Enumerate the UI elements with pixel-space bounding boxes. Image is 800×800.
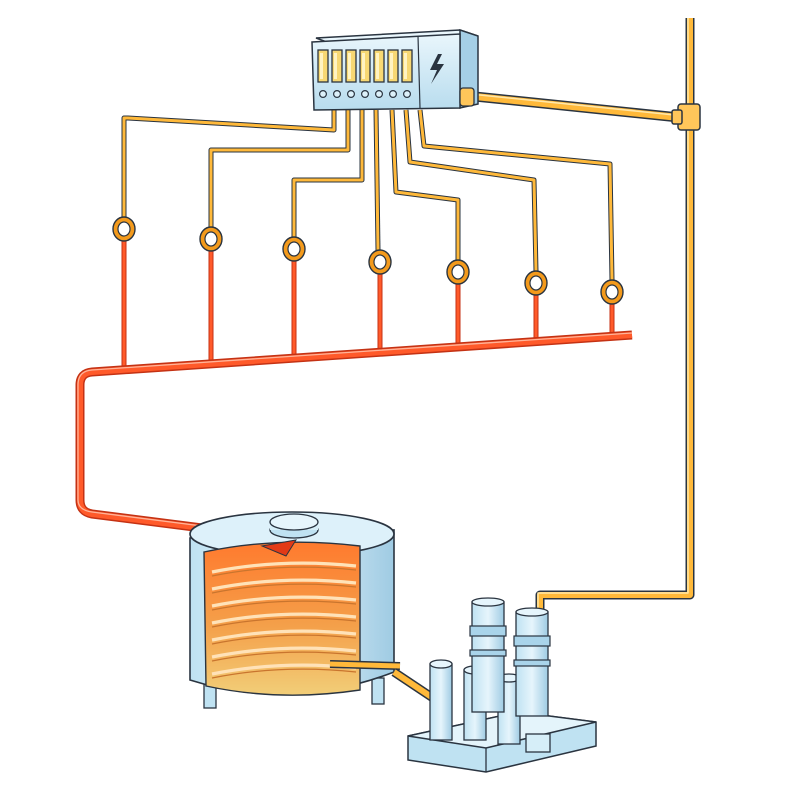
pump-cylinder <box>429 659 453 741</box>
cylinder-band <box>513 659 551 667</box>
distribution-line-outline <box>417 109 615 281</box>
channel-knob <box>347 89 356 98</box>
distribution-line <box>374 109 380 251</box>
channel-highlight <box>390 53 393 79</box>
channel-knob <box>389 89 398 98</box>
lightning-bolt-icon <box>430 54 444 84</box>
meter-center <box>451 264 465 280</box>
cylinder-body <box>429 663 453 741</box>
channel-panel <box>317 49 413 98</box>
meter-center <box>204 231 218 247</box>
coil-turn-highlight <box>211 629 357 642</box>
channel-knob <box>319 89 328 98</box>
channel-knob <box>403 89 412 98</box>
tank-outlet-pipe <box>391 668 439 704</box>
pump-cylinder <box>469 597 507 713</box>
coil-turn-highlight <box>211 595 357 608</box>
distribution-line <box>122 110 336 217</box>
pump-cylinder <box>513 607 551 717</box>
distribution-line <box>390 109 460 260</box>
coil-turn-shadow <box>211 583 357 594</box>
coil-turn-shadow <box>211 617 357 628</box>
meter-center <box>605 284 619 300</box>
coil-turn-shadow <box>211 668 357 679</box>
pump-cylinders <box>429 597 551 745</box>
tee-fitting <box>671 103 701 131</box>
channel-highlight <box>362 53 365 79</box>
distribution-line <box>418 109 614 281</box>
storage-tank <box>189 511 401 709</box>
coil-turn-highlight <box>211 646 357 659</box>
cylinder-cap <box>429 659 453 669</box>
distribution-line <box>404 109 538 272</box>
distribution-lines <box>121 109 615 281</box>
cylinder-collar <box>513 635 551 647</box>
coil-turn-highlight <box>211 578 357 591</box>
channel-knob <box>333 89 342 98</box>
control-box <box>311 28 479 111</box>
return-drops <box>121 241 615 370</box>
return-manifold <box>75 330 633 533</box>
heat-meter <box>368 249 392 275</box>
channel-knob <box>361 89 370 98</box>
coil-turn-shadow <box>211 566 357 577</box>
distribution-line-outline <box>121 110 337 217</box>
channel-highlight <box>320 53 323 79</box>
coil-turn-highlight <box>211 612 357 625</box>
meter-center <box>287 241 301 257</box>
heat-meter <box>199 226 223 252</box>
heat-meter <box>112 216 136 242</box>
pump-station <box>407 597 597 773</box>
cylinder-band <box>469 649 507 657</box>
heat-meter <box>600 279 624 305</box>
heat-meters <box>112 216 624 305</box>
coil-turn-shadow <box>211 600 357 611</box>
meter-center <box>117 221 131 237</box>
cylinder-cap <box>471 597 505 607</box>
tank-lid <box>269 513 319 539</box>
cylinder-collar <box>469 625 507 637</box>
coil-turn-shadow <box>211 634 357 645</box>
supply-riser <box>535 18 695 742</box>
channel-highlight <box>376 53 379 79</box>
outlet-nozzle <box>459 87 475 107</box>
distribution-line <box>209 110 350 227</box>
supply-branch-pipe <box>469 91 685 123</box>
distribution-line <box>292 110 364 237</box>
heat-meter <box>446 259 470 285</box>
cylinder-cap <box>515 607 549 617</box>
distribution-line-outline <box>403 109 539 272</box>
heat-meter <box>524 270 548 296</box>
cylinder-body <box>471 601 505 713</box>
coil-turn-highlight <box>211 561 357 574</box>
channel-highlight <box>334 53 337 79</box>
channel-knob <box>375 89 384 98</box>
meter-center <box>529 275 543 291</box>
channel-highlight <box>404 53 407 79</box>
channel-highlight <box>348 53 351 79</box>
heat-meter <box>282 236 306 262</box>
coil-turn-shadow <box>211 651 357 662</box>
meter-center <box>373 254 387 270</box>
